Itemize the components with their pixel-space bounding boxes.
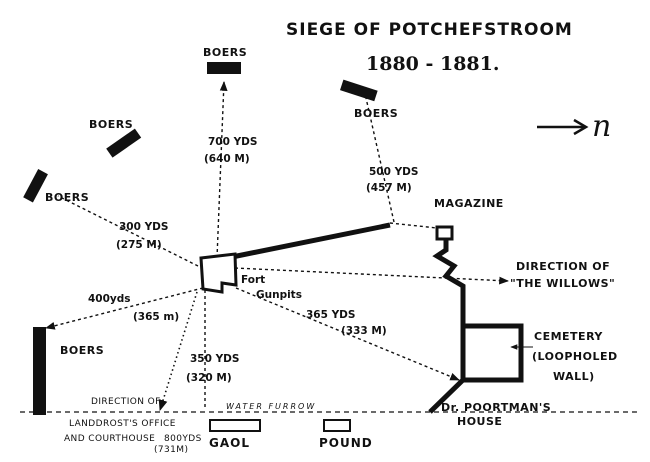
willows-label-line1: DIRECTION OF (516, 260, 610, 273)
cemetery-label-line1: CEMETERY (534, 330, 603, 343)
gaol-building (209, 419, 261, 432)
distance-northeast-yds: 500 YDS (369, 166, 418, 178)
distance-west-m: (365 m) (133, 311, 179, 323)
distance-west-yds: 400yds (88, 293, 131, 305)
line-fort-to-landdrost (158, 291, 198, 412)
boer-label-west: BOERS (45, 191, 89, 204)
line-fort-to-magazine (389, 222, 438, 229)
line-fort-to-willows (234, 267, 509, 285)
landdrost-distance-yds: 800YDS (164, 434, 202, 444)
distance-northwest-yds: 300 YDS (119, 221, 168, 233)
distance-south-yds: 350 YDS (190, 353, 239, 365)
distance-northeast-m: (457 M) (366, 182, 412, 194)
line-fort-to-poortman (235, 287, 460, 381)
boer-position-northeast (340, 79, 378, 102)
boer-position-west (23, 169, 48, 203)
boer-position-southwest (33, 327, 46, 415)
magazine-building (435, 225, 454, 241)
direction-of-label: DIRECTION OF (91, 397, 161, 407)
trench-magazine-to-cemetery (432, 236, 466, 326)
wall-fort-to-magazine (231, 222, 391, 260)
distance-north-m: (640 M) (204, 153, 250, 165)
gunpits-label: Gunpits (256, 289, 302, 301)
map-title: SIEGE OF POTCHEFSTROOM (286, 20, 573, 40)
wall-cemetery-to-poortman (428, 376, 467, 414)
distance-south-m: (320 M) (186, 372, 232, 384)
line-fort-to-boers-northwest (57, 195, 199, 267)
landdrost-distance-m: (731M) (154, 445, 188, 455)
boer-label-northeast: BOERS (354, 107, 398, 120)
cemetery-wall (460, 323, 524, 383)
magazine-label: MAGAZINE (434, 197, 504, 210)
pound-label: POUND (319, 436, 373, 450)
boer-position-north (207, 62, 241, 74)
willows-label-line2: "THE WILLOWS" (510, 277, 615, 290)
north-arrow-icon (537, 118, 589, 136)
boer-label-northwest: BOERS (89, 118, 133, 131)
cemetery-label-line2: (LOOPHOLED (532, 350, 618, 363)
boer-label-north: BOERS (203, 46, 247, 59)
fort-building (199, 252, 238, 294)
gaol-label: GAOL (209, 436, 250, 450)
distance-southeast-m: (333 M) (341, 325, 387, 337)
boer-position-northwest (106, 128, 142, 158)
fort-label: Fort (241, 274, 265, 286)
landdrost-label-line2: AND COURTHOUSE (64, 434, 155, 444)
water-furrow-label: WATER FURROW (226, 402, 316, 411)
poortman-label-line1: Dr. POORTMAN'S (441, 401, 551, 414)
map-years: 1880 - 1881. (366, 53, 500, 75)
cemetery-label-line3: WALL) (553, 370, 595, 383)
poortman-label-line2: HOUSE (457, 415, 502, 428)
distance-north-yds: 700 YDS (208, 136, 257, 148)
pound-building (323, 419, 351, 432)
landdrost-label-line1: LANDDROST'S OFFICE (69, 419, 176, 429)
north-label: n (592, 109, 611, 144)
distance-northwest-m: (275 M) (116, 239, 162, 251)
distance-southeast-yds: 365 YDS (306, 309, 355, 321)
line-fort-to-boers-north (216, 81, 228, 259)
boer-label-southwest: BOERS (60, 344, 104, 357)
